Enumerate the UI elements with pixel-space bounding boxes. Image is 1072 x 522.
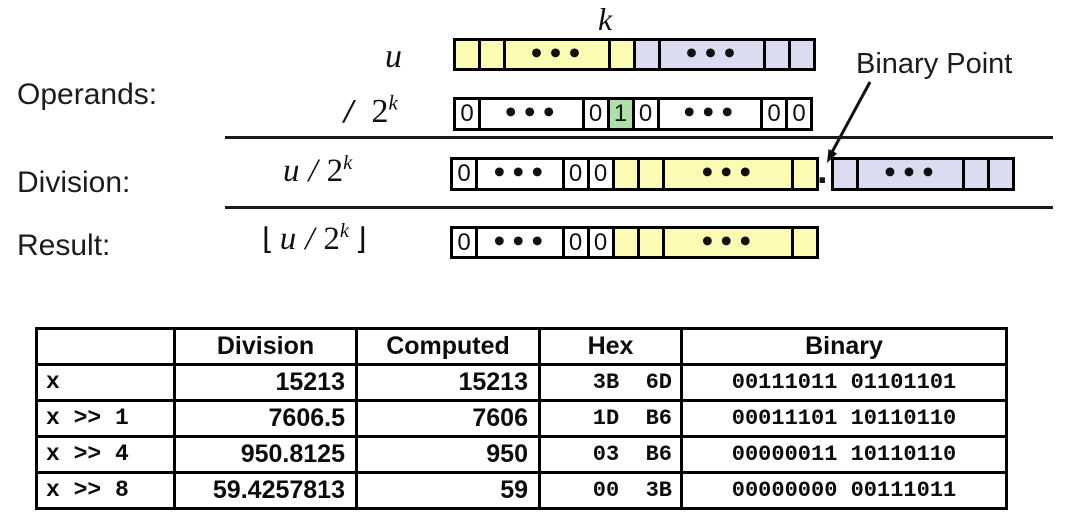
cell-hex: 00 3B (538, 471, 683, 510)
cell-division: 15213 (173, 363, 358, 402)
bit-cell-0: 0 (561, 157, 590, 191)
column-header-division: Division (173, 327, 358, 366)
bit-cell (763, 38, 791, 71)
bit-cell-ellipsis: ••• (656, 97, 763, 131)
bit-cell-ellipsis: ••• (478, 97, 585, 131)
cell-computed: 15213 (355, 363, 541, 402)
binary-point-label: Binary Point (856, 48, 1013, 80)
slash-symbol: / (308, 153, 318, 189)
base-2: 2 (371, 93, 389, 130)
bit-cell-0: 0 (631, 97, 660, 131)
result-label: Result: (17, 229, 111, 262)
cell-hex: 3B 6D (538, 363, 683, 402)
cell-hex: 1D B6 (538, 399, 683, 438)
bit-cell (962, 157, 990, 191)
cell-division: 7606.5 (173, 399, 358, 438)
quotient-fraction-bit-row: ••• (831, 157, 1015, 191)
cell-division: 950.8125 (173, 435, 358, 474)
bit-cell-0: 0 (586, 157, 615, 191)
cell-computed: 950 (355, 435, 541, 474)
bit-cell (987, 157, 1015, 191)
column-header-computed: Computed (355, 327, 541, 366)
divider-line-division (225, 206, 1053, 209)
cell-binary: 00000011 10110110 (680, 435, 1008, 474)
bit-cell-ellipsis: ••• (475, 226, 565, 259)
bit-cell (633, 38, 661, 71)
base-2: 2 (326, 153, 344, 189)
column-header-binary: Binary (680, 327, 1008, 366)
operand-2k-label: / 2k (344, 90, 398, 131)
floor-right-bracket: ⌋ (354, 222, 367, 257)
cell-binary: 00000000 00111011 (680, 471, 1008, 510)
binary-point-arrow (827, 81, 872, 163)
exponent-k: k (343, 152, 353, 174)
divider-line-operands (225, 136, 1053, 139)
exponent-k: k (388, 90, 398, 115)
bit-cell (611, 157, 640, 191)
cell-computed: 7606 (355, 399, 541, 438)
bit-cell-0: 0 (450, 226, 478, 259)
base-2: 2 (323, 221, 340, 257)
divide-operator: / (344, 93, 354, 130)
column-header-hex: Hex (538, 327, 683, 366)
bit-cell-ellipsis: ••• (661, 157, 794, 191)
floor-left-bracket: ⌊ (262, 222, 274, 257)
cell-expr: x >> 1 (35, 399, 176, 438)
bit-cell-ellipsis: ••• (658, 38, 766, 71)
bit-cell (608, 38, 636, 71)
exponent-k: k (339, 220, 349, 242)
bit-cell-0: 0 (586, 226, 615, 259)
u-symbol: u (279, 221, 297, 257)
bit-cell-0: 0 (453, 97, 481, 131)
bit-cell (788, 38, 816, 71)
u-bit-row: ••• ••• (453, 38, 816, 71)
cell-binary: 00111011 01101101 (680, 363, 1008, 402)
quotient-expression-label: u/2k (283, 153, 352, 190)
bit-cell-0: 0 (785, 97, 813, 131)
bit-cell-ellipsis: ••• (661, 226, 794, 259)
bit-cell (453, 38, 481, 71)
bit-cell-0: 0 (760, 97, 788, 131)
bit-cell-0: 0 (450, 157, 478, 191)
bit-cell-0: 0 (581, 97, 610, 131)
bit-cell (791, 226, 819, 259)
bit-cell (791, 157, 819, 191)
column-header-empty (35, 327, 176, 366)
cell-expr: x (35, 363, 176, 402)
cell-expr: x >> 4 (35, 435, 176, 474)
division-label: Division: (17, 166, 131, 199)
bit-cell-1: 1 (606, 97, 635, 131)
cell-computed: 59 (355, 471, 541, 510)
bit-cell (636, 226, 665, 259)
cell-hex: 03 B6 (538, 435, 683, 474)
bit-cell-ellipsis: ••• (475, 157, 565, 191)
bit-cell-ellipsis: ••• (503, 38, 611, 71)
floor-expression-label: ⌊u/2k⌋ (262, 221, 367, 258)
bit-cell (478, 38, 506, 71)
bit-cell-0: 0 (561, 226, 590, 259)
bit-cell (636, 157, 665, 191)
k-marker-label: k (598, 1, 613, 37)
cell-expr: x >> 8 (35, 471, 176, 510)
cell-division: 59.4257813 (173, 471, 358, 510)
cell-binary: 00011101 10110110 (680, 399, 1008, 438)
u-symbol: u (283, 153, 300, 189)
slash-symbol: / (305, 221, 315, 257)
operands-label: Operands: (17, 78, 158, 111)
operand-u-label: u (385, 38, 402, 75)
binary-point-dot: . (817, 150, 828, 192)
bit-cell (611, 226, 640, 259)
